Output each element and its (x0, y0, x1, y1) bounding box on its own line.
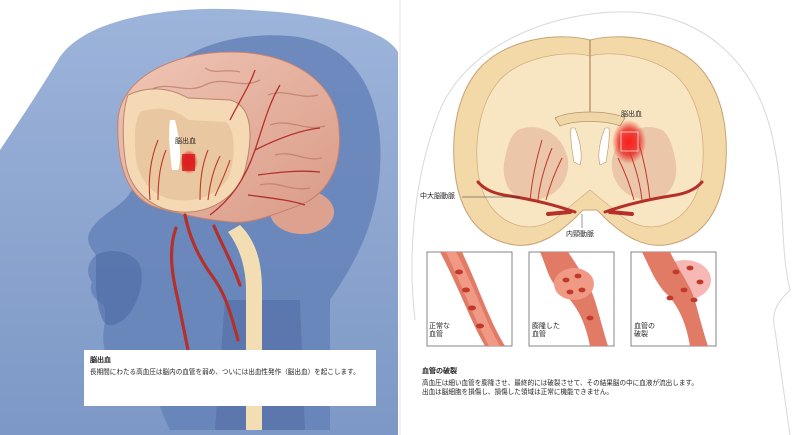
lateral-ventricle-left (570, 127, 582, 166)
ventricle (169, 120, 181, 170)
inset-swollen-label-line1: 膨隆した (532, 322, 560, 330)
face-shading (96, 250, 142, 326)
carotid-arteries (169, 213, 242, 362)
lateral-ventricle-right (598, 127, 610, 166)
mca-label: 中大脳動脈 (420, 192, 455, 200)
inset-rupture-label: 血管の 破裂 (634, 322, 655, 338)
surface-arteries (209, 69, 321, 216)
hemorrhage-core (182, 154, 195, 171)
inset-swollen-label-line2: 血管 (532, 330, 546, 339)
inset-swollen-label: 膨隆した 血管 (532, 322, 560, 338)
inset-normal-vessel (426, 251, 513, 347)
hemorrhage-right-box (620, 131, 639, 152)
inset-normal-label-line2: 血管 (429, 330, 443, 339)
right-caption-line1: 高血圧は細い血管を膨隆させ、最終的には破裂させて、その結果脳の中に血液が流出しま… (422, 379, 698, 387)
inset-swollen-vessel (528, 251, 615, 347)
hemorrhage-label-right: 脳出血 (621, 110, 642, 118)
left-caption: 脳出血 長期間にわたる高血圧は脳内の血管を弱め、ついには出血性発作（脳出血）を起… (84, 350, 376, 406)
section-arteries (148, 139, 231, 201)
right-caption-title: 血管の破裂 (422, 367, 457, 375)
inset-normal-label: 正常な 血管 (429, 322, 450, 338)
left-caption-text: 長期間にわたる高血圧は脳内の血管を弱め、ついには出血性発作（脳出血）を起こします… (90, 368, 360, 376)
hemorrhage-label-left: 脳出血 (175, 137, 196, 145)
middle-cerebral-arteries (476, 180, 704, 214)
right-head-outline (411, 11, 791, 435)
right-caption: 血管の破裂 高血圧は細い血管を膨隆させ、最終的には破裂させて、その結果脳の中に血… (422, 366, 742, 397)
inset-ruptured-vessel (630, 251, 717, 347)
inset-rupture-label-line2: 破裂 (634, 330, 648, 339)
inset-rupture-label-line1: 血管の (634, 322, 655, 330)
internal-carotid-arteries (546, 210, 634, 216)
inset-normal-label-line1: 正常な (429, 322, 450, 330)
hemorrhage-right-glow (612, 120, 646, 164)
right-panel (411, 11, 791, 435)
left-caption-title: 脳出血 (90, 356, 111, 364)
right-caption-line2: 出血は脳細胞を損傷し、損傷した領域は正常に機能できません。 (422, 387, 614, 396)
ica-label: 内頸動脈 (566, 230, 594, 238)
